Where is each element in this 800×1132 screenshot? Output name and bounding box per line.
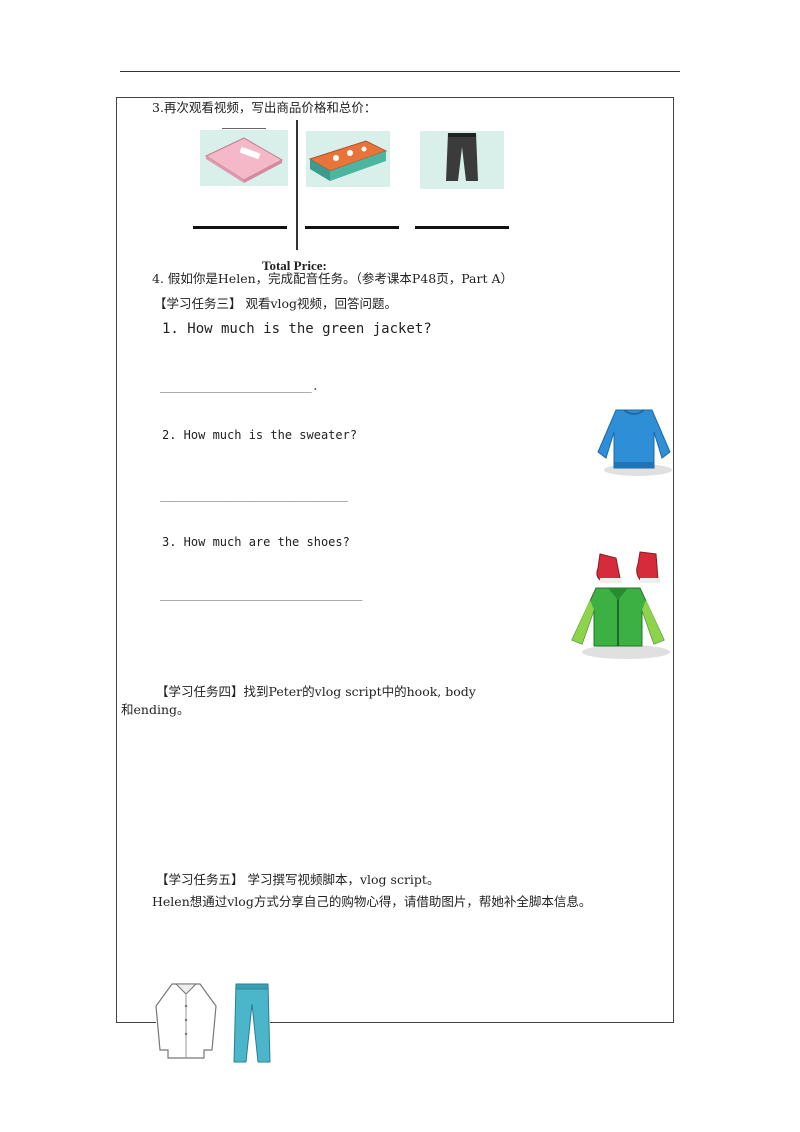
- sweater-image: [592, 404, 676, 478]
- header-rule: [120, 71, 680, 72]
- section4-line2: 和ending。: [121, 702, 190, 717]
- question-2: 2. How much is the sweater?: [162, 428, 358, 442]
- task3-label: 3.再次观看视频，写出商品价格和总价：: [152, 100, 377, 115]
- frame-bottom-left: [116, 1022, 156, 1023]
- pencil-box-image: [306, 131, 390, 187]
- blue-pants-image: [230, 980, 274, 1066]
- content-frame: [116, 97, 674, 1023]
- answer-blank-2[interactable]: __________________________: [160, 488, 348, 502]
- section3-title: 【学习任务三】 观看vlog视频，回答问题。: [154, 296, 398, 311]
- task4-label: 4. 假如你是Helen，完成配音任务。（参考课本P48页，Part A）: [152, 271, 514, 286]
- answer-blank-1[interactable]: _____________________.: [160, 379, 319, 393]
- frame-bottom-right: [270, 1022, 673, 1023]
- price-divider: [296, 120, 298, 250]
- notebook-label-line: [222, 128, 266, 129]
- pants-image: [420, 131, 504, 189]
- shirt-image: [150, 980, 222, 1060]
- question-1: 1. How much is the green jacket?: [162, 321, 432, 337]
- total-price-label: Total Price:: [262, 258, 327, 273]
- section4-line1: 【学习任务四】找到Peter的vlog script中的hook, body: [156, 684, 476, 699]
- price-blank-3[interactable]: [415, 226, 509, 229]
- jacket-shoes-image: [560, 548, 672, 660]
- answer-blank-3[interactable]: ____________________________: [160, 587, 363, 601]
- price-blank-1[interactable]: [193, 226, 287, 229]
- price-blank-2[interactable]: [305, 226, 399, 229]
- notebook-image: [200, 130, 288, 186]
- section5-desc: Helen想通过vlog方式分享自己的购物心得，请借助图片，帮她补全脚本信息。: [152, 894, 592, 909]
- question-3: 3. How much are the shoes?: [162, 535, 350, 549]
- section5-title: 【学习任务五】 学习撰写视频脚本，vlog script。: [156, 872, 440, 887]
